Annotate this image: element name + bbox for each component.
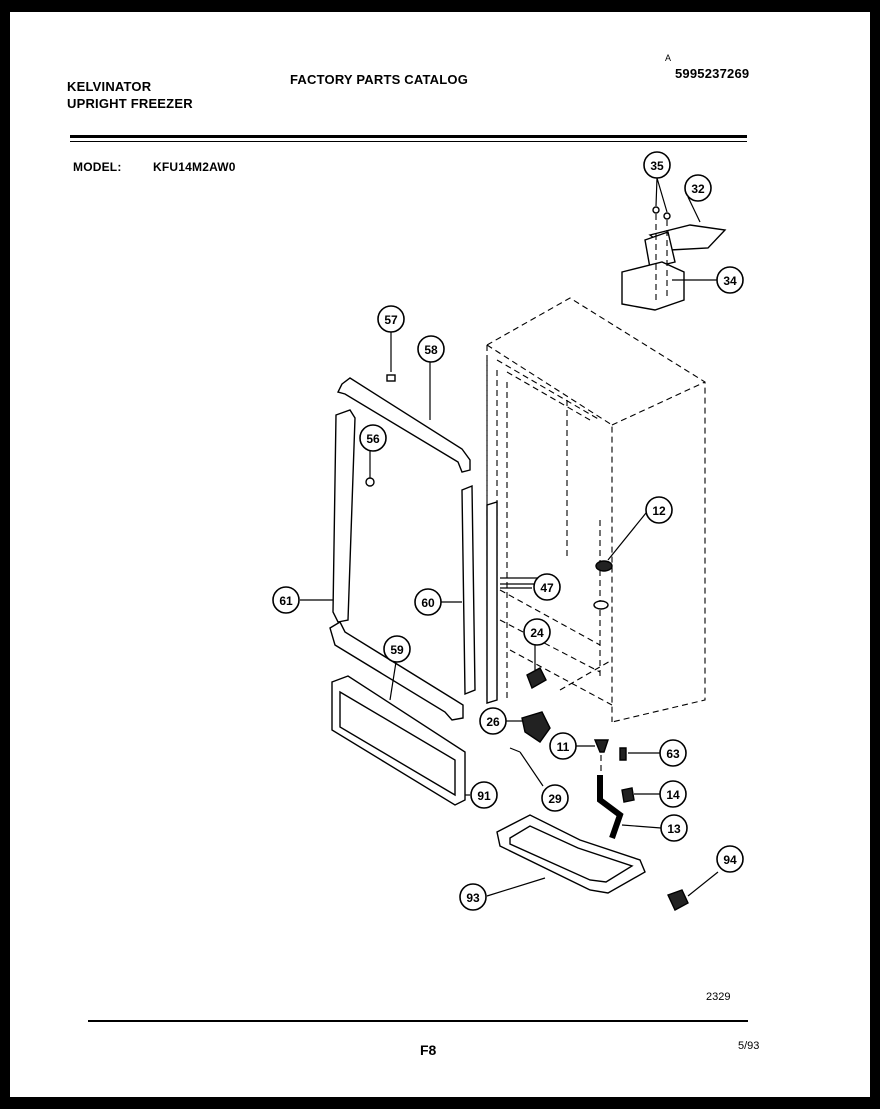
svg-text:91: 91	[477, 789, 491, 803]
drawing-number: 2329	[706, 991, 731, 1003]
callout-29: 29	[541, 784, 569, 812]
part-56	[365, 477, 375, 487]
callout-11: 11	[549, 732, 577, 760]
svg-text:13: 13	[667, 822, 681, 836]
svg-text:11: 11	[557, 740, 570, 754]
part-63	[619, 747, 627, 761]
callout-34: 34	[716, 266, 744, 294]
svg-text:61: 61	[279, 594, 293, 608]
part-94	[667, 889, 689, 911]
svg-text:57: 57	[384, 313, 398, 327]
product-type: UPRIGHT FREEZER	[67, 96, 193, 111]
header-rule-thin	[70, 141, 747, 142]
svg-text:35: 35	[650, 159, 664, 173]
svg-text:93: 93	[466, 891, 480, 905]
svg-text:12: 12	[652, 504, 666, 518]
svg-text:29: 29	[548, 792, 562, 806]
callout-24: 24	[523, 618, 551, 646]
model-number: KFU14M2AW0	[153, 160, 236, 174]
part-57	[386, 374, 396, 382]
svg-text:63: 63	[666, 747, 680, 761]
callout-60: 60	[414, 588, 442, 616]
footer-rule	[88, 1020, 748, 1022]
model-label: MODEL:	[73, 160, 122, 174]
callout-94: 94	[716, 845, 744, 873]
callout-93: 93	[459, 883, 487, 911]
temperature-control-assembly	[621, 206, 727, 311]
header-rule-thick	[70, 135, 747, 138]
callout-56: 56	[359, 424, 387, 452]
callout-59: 59	[383, 635, 411, 663]
callout-63: 63	[659, 739, 687, 767]
page-label: F8	[420, 1042, 437, 1058]
part-24	[526, 667, 547, 690]
svg-text:59: 59	[390, 643, 404, 657]
callout-13: 13	[660, 814, 688, 842]
brand-name: KELVINATOR	[67, 79, 152, 94]
callout-35: 35	[643, 151, 671, 179]
top-door-gasket	[336, 377, 471, 473]
svg-text:26: 26	[486, 715, 500, 729]
corner-mark: A	[665, 53, 672, 63]
part-11	[593, 739, 609, 753]
svg-text:58: 58	[424, 343, 438, 357]
catalog-page	[10, 12, 870, 1097]
callout-14: 14	[659, 780, 687, 808]
callout-57: 57	[377, 305, 405, 333]
callout-12: 12	[645, 496, 673, 524]
leader-lines	[300, 177, 719, 897]
callout-91: 91	[470, 781, 498, 809]
callout-58: 58	[417, 335, 445, 363]
bottom-door-gasket	[329, 621, 464, 721]
svg-text:94: 94	[723, 853, 737, 867]
right-door-gasket	[461, 484, 476, 696]
revision-date: 5/93	[738, 1040, 760, 1052]
part-12	[595, 560, 613, 572]
callout-61: 61	[272, 586, 300, 614]
left-door-gasket	[332, 409, 356, 623]
door-strip	[486, 501, 498, 704]
part-29	[509, 747, 521, 753]
svg-text:60: 60	[421, 596, 435, 610]
svg-text:47: 47	[540, 581, 554, 595]
callout-47: 47	[533, 573, 561, 601]
svg-text:56: 56	[366, 432, 380, 446]
part-14	[621, 787, 635, 803]
svg-text:32: 32	[691, 182, 705, 196]
callout-26: 26	[479, 707, 507, 735]
catalog-number: 5995237269	[675, 66, 750, 81]
drain-tube	[597, 775, 624, 839]
svg-text:14: 14	[666, 788, 680, 802]
callout-32: 32	[684, 174, 712, 202]
svg-text:34: 34	[723, 274, 737, 288]
part-26	[521, 711, 551, 743]
svg-text:24: 24	[530, 626, 544, 640]
catalog-title: FACTORY PARTS CATALOG	[290, 72, 469, 87]
